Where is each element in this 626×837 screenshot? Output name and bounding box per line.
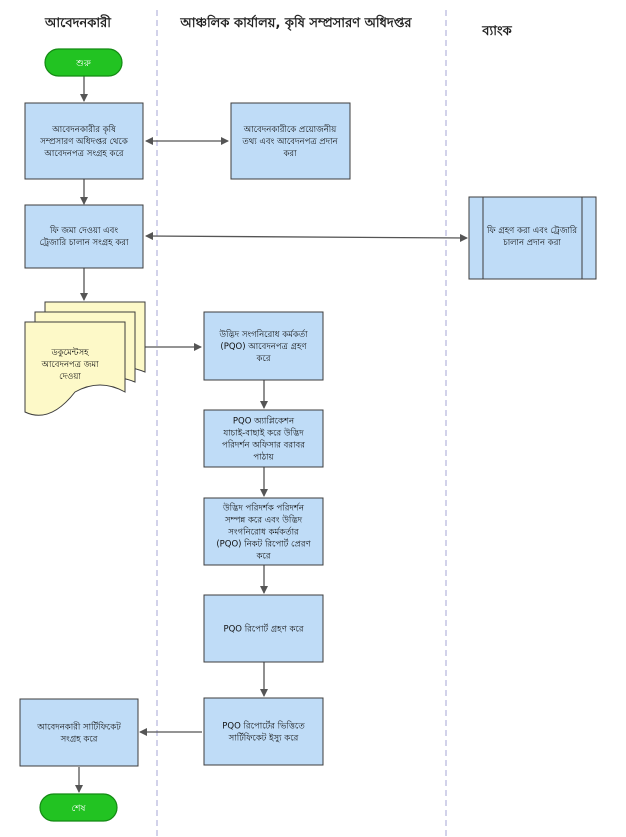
text-line: (PQO) আবেদনপত্র গ্রহণ <box>220 342 307 352</box>
text-line: তথ্য এবং আবেদনপত্র প্রদান <box>241 137 338 147</box>
text-line: চালান প্রদান করা <box>502 238 561 248</box>
end-terminal: শেষ <box>39 793 118 822</box>
box-collect-form-text: আবেদনকারীর কৃষিসম্প্রসারণ অধিদপ্তর থেকে আ… <box>39 123 129 159</box>
box-pay-fee-text: ফি জমা দেওয়া এবংট্রেজারি চালান সংগ্রহ ক… <box>40 225 129 248</box>
text-line: করে <box>255 552 271 562</box>
text-line: উদ্ভিদ সংগনিরোধ কর্মকর্তা <box>218 328 308 340</box>
document-submit-docs-text: ডকুমেন্টসহ আবেদনপত্র জমা দেওয়া <box>40 347 99 382</box>
text-line: পরিদর্শন অফিসার বরাবর <box>222 440 306 451</box>
end-label: শেষ <box>72 804 87 814</box>
box-collect-form: আবেদনকারীর কৃষিসম্প্রসারণ অধিদপ্তর থেকে আ… <box>24 102 144 180</box>
text-line: PQO রিপোর্টের ভিত্তিতে <box>222 720 305 732</box>
text-line: আবেদনকারীর কৃষি <box>51 123 117 135</box>
text-line: সার্টিফিকেট ইস্যু করে <box>228 732 300 744</box>
arrow-payfee-to-bank <box>145 232 468 242</box>
text-line: আবেদনকারী সার্টিফিকেট <box>36 721 122 733</box>
text-line: PQO অ্যাপ্লিকেশন <box>233 416 295 427</box>
document-submit-docs: ডকুমেন্টসহ আবেদনপত্র জমা দেওয়া <box>24 301 146 416</box>
lane-title-applicant: আবেদনকারী <box>44 14 112 31</box>
box-bank-receive: ফি গ্রহণ করা এবং ট্রেজারি চালান প্রদান কর… <box>468 196 597 280</box>
box-pqo-receive-app-text: উদ্ভিদ সংগনিরোধ কর্মকর্তা (PQO) আবেদনপত্র… <box>218 328 308 364</box>
start-terminal: শুরু <box>44 48 123 77</box>
box-provide-info-text: আবেদনকারীকে প্রয়োজনীয় তথ্য এবং আবেদনপত্… <box>241 123 338 159</box>
box-provide-info: আবেদনকারীকে প্রয়োজনীয় তথ্য এবং আবেদনপত্… <box>230 102 351 180</box>
box-applicant-collect-cert: আবেদনকারী সার্টিফিকেট সংগ্রহ করে <box>19 698 139 767</box>
text-line: ডকুমেন্টসহ <box>50 347 90 358</box>
text-line: পাঠায় <box>253 451 274 463</box>
text-line: করা <box>282 149 297 159</box>
text-line: করে <box>255 354 271 364</box>
text-line: আবেদনকারীকে প্রয়োজনীয় <box>243 123 338 135</box>
box-bank-receive-text: ফি গ্রহণ করা এবং ট্রেজারি চালান প্রদান কর… <box>486 225 578 248</box>
box-pay-fee: ফি জমা দেওয়া এবংট্রেজারি চালান সংগ্রহ ক… <box>24 204 144 269</box>
box-pqo-receive-report-text: PQO রিপোর্ট গ্রহণ করে <box>223 623 304 635</box>
lane-title-office: আঞ্চলিক কার্যালয়, কৃষি সম্প্রসারণ অধিদপ… <box>179 14 412 32</box>
text-line: ফি জমা দেওয়া এবং <box>49 225 118 236</box>
box-pqo-receive-app: উদ্ভিদ সংগনিরোধ কর্মকর্তা (PQO) আবেদনপত্র… <box>203 311 324 381</box>
connectors <box>75 76 468 793</box>
text-line: সংগনিরোধ কর্মকর্তার <box>227 527 300 538</box>
text-line: (PQO) নিকট রিপোর্ট প্রেরণ <box>216 538 311 550</box>
lane-title-bank: ব্যাংক <box>481 24 512 39</box>
text-line: PQO রিপোর্ট গ্রহণ করে <box>223 623 304 635</box>
box-applicant-collect-cert-text: আবেদনকারী সার্টিফিকেট সংগ্রহ করে <box>36 721 122 745</box>
text-line: সম্পন্ন করে এবং উদ্ভিদ <box>224 514 303 526</box>
text-line: আবেদনপত্র সংগ্রহ করে <box>43 149 124 159</box>
text-line: ট্রেজারি চালান সংগ্রহ করা <box>40 237 129 248</box>
box-pqo-receive-report: PQO রিপোর্ট গ্রহণ করে <box>203 594 324 663</box>
text-line: দেওয়া <box>59 372 81 382</box>
text-line: ফি গ্রহণ করা এবং ট্রেজারি <box>486 225 578 236</box>
text-line: আবেদনপত্র জমা <box>40 360 99 370</box>
text-line: সম্প্রসারণ অধিদপ্তর থেকে <box>39 136 129 147</box>
text-line: উদ্ভিদ পরিদর্শক পরিদর্শন <box>222 502 305 514</box>
text-line: যাচাই-বাছাই করে উদ্ভিদ <box>222 427 304 439</box>
box-pqo-issue-cert-text: PQO রিপোর্টের ভিত্তিতেসার্টিফিকেট ইস্যু … <box>222 720 305 744</box>
box-pqo-issue-cert: PQO রিপোর্টের ভিত্তিতেসার্টিফিকেট ইস্যু … <box>203 697 324 766</box>
start-label: শুরু <box>75 59 92 69</box>
text-line: সংগ্রহ করে <box>60 735 99 745</box>
